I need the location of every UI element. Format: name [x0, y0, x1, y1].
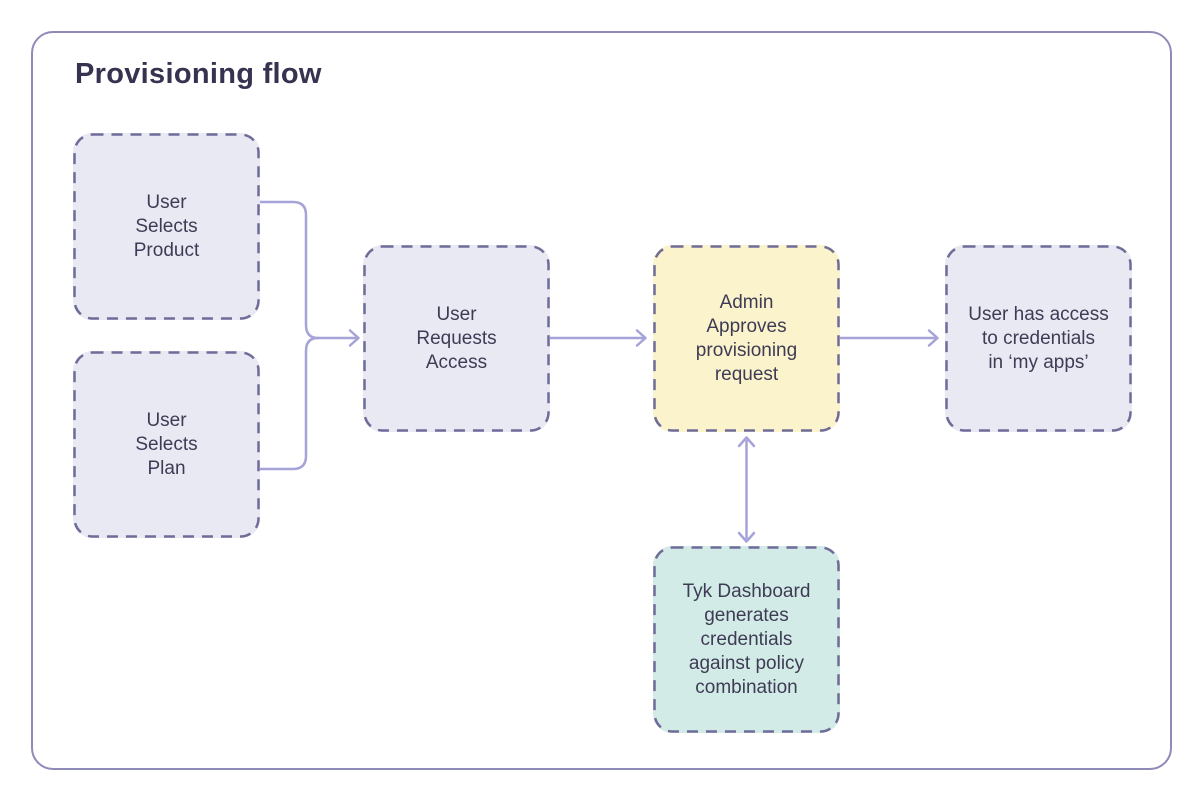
dashed-border [945, 245, 1132, 432]
dashed-border [363, 245, 550, 432]
node-user-selects-plan: User Selects Plan [73, 351, 260, 538]
node-user-has-access: User has access to credentials in ‘my ap… [945, 245, 1132, 432]
dashed-border [653, 245, 840, 432]
node-tyk-dashboard-generates: Tyk Dashboard generates credentials agai… [653, 546, 840, 733]
node-label: User Selects Plan [135, 409, 198, 479]
node-label: User has access to credentials in ‘my ap… [968, 303, 1109, 373]
dashed-border [73, 133, 260, 320]
node-user-requests-access: User Requests Access [363, 245, 550, 432]
node-label: Admin Approves provisioning request [695, 291, 798, 385]
node-user-selects-product: User Selects Product [73, 133, 260, 320]
node-label: User Requests Access [416, 303, 497, 373]
node-admin-approves-request: Admin Approves provisioning request [653, 245, 840, 432]
node-label: User Selects Product [133, 191, 200, 261]
diagram-title: Provisioning flow [75, 58, 322, 90]
node-label: Tyk Dashboard generates credentials agai… [682, 580, 811, 698]
dashed-border [653, 546, 840, 733]
dashed-border [73, 351, 260, 538]
